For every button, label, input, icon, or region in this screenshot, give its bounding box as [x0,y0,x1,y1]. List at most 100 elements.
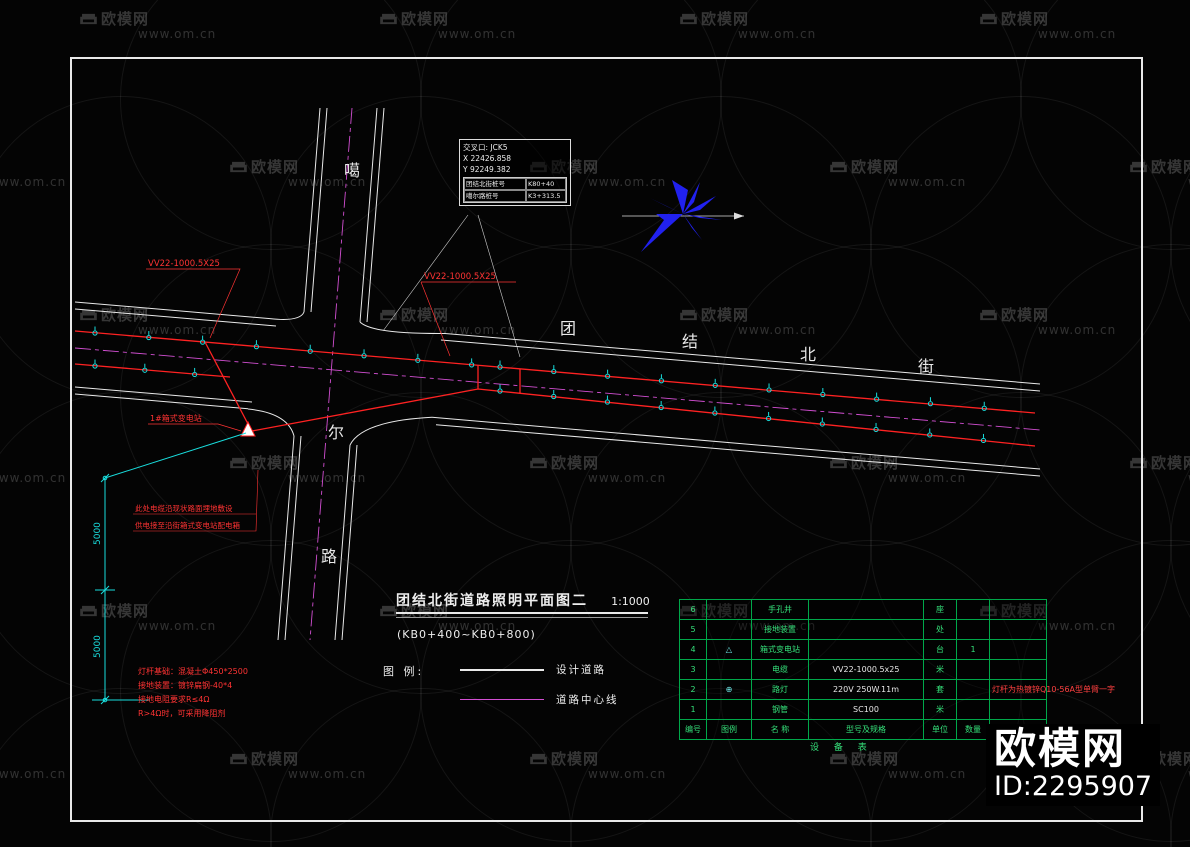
cell-name: 钢管 [751,699,809,720]
station-value-1: K80+40 [526,178,566,190]
header-qty: 数量 [956,719,990,740]
cell-note [989,639,1047,660]
cell-no: 3 [679,659,707,680]
cell-qty: 1 [956,639,990,660]
cell-no: 4 [679,639,707,660]
station-label-2: 噶尔路桩号 [464,190,526,202]
table-row: 3 电缆 VV22-1000.5x25 米 [679,659,1047,680]
dim-label-1: 5000 [93,522,103,545]
lighting-cables [74,330,1036,447]
cell-no: 6 [679,599,707,620]
cell-name: 接地装置 [751,619,809,640]
road-centerlines [74,107,1041,641]
legend-centerline-sample [460,699,544,700]
cross-road-name: 噶 尔 路 [321,161,360,566]
drawing-title: 团结北街道路照明平面图二 [396,593,588,609]
table-row: 6 手孔井 座 [679,599,1047,620]
cell-symbol [706,659,752,680]
cell-symbol [706,599,752,620]
cell-unit: 台 [923,639,957,660]
header-unit: 单位 [923,719,957,740]
legend: 图 例: [383,660,424,679]
cell-name: 电缆 [751,659,809,680]
infobox-line3: Y 92249.382 [463,165,511,174]
base-note-2: 接地装置：镀锌扁钢-40*4 [138,680,232,690]
cell-note [989,619,1047,640]
equipment-table: 6 手孔井 座 5 接地装置 处 4 △ 箱式变电站 台 1 3 [679,599,1115,740]
cross-road-char: 噶 [344,161,360,180]
table-caption: 设 备 表 [810,743,873,753]
cell-qty [956,659,990,680]
station-value-2: K3+313.5 [526,190,566,202]
main-road-name: 团 结 北 街 [560,319,934,376]
header-name: 名 称 [751,719,809,740]
legend-road-line-sample [460,669,544,671]
cell-spec [808,639,924,660]
cell-spec [808,619,924,640]
site-badge-name: 欧模网 [994,724,1127,773]
cell-symbol: ⊕ [706,679,752,700]
transformer-label: 1#箱式变电站 [150,413,202,423]
drawing-frame [70,57,1143,822]
cable-label-mid: VV22-1000.5X25 [424,272,496,282]
site-badge-id: ID:2295907 [994,771,1153,802]
supply-note-2: 供电接至沿街箱式变电站配电箱 [135,520,240,530]
cell-note: 灯杆为热镀锌Q10-56A型单臂一字 [989,679,1115,700]
cell-qty [956,599,990,620]
cross-road-edges [277,107,385,641]
header-spec: 型号及规格 [808,719,924,740]
cell-unit: 座 [923,599,957,620]
chainage-range: (KB0+400~KB0+800) [397,628,536,641]
main-road-char: 北 [800,345,816,364]
header-no: 编号 [679,719,707,740]
cell-note [989,699,1047,720]
title-underline-thin [396,617,648,618]
cell-name: 箱式变电站 [751,639,809,660]
cell-no: 5 [679,619,707,640]
cell-name: 手孔井 [751,599,809,620]
header-symbol: 图例 [706,719,752,740]
table-header-row: 编号 图例 名 称 型号及规格 单位 数量 备注 [679,719,1047,740]
info-leader-lines [382,214,521,358]
cross-road-char: 路 [321,547,337,566]
legend-road-label: 设计道路 [556,664,606,676]
street-lamp-symbols [92,326,987,444]
cell-symbol: △ [706,639,752,660]
transformer-symbol [240,420,256,437]
cell-spec: SC100 [808,699,924,720]
legend-label: 图 例: [383,665,425,678]
cable-label-left: VV22-1000.5X25 [148,259,220,269]
main-road-edges [74,301,1041,477]
title-underline [396,612,648,614]
cell-name: 路灯 [751,679,809,700]
main-road-char: 团 [560,319,576,338]
intersection-info-box: 交叉口: JCK5 X 22426.858 Y 92249.382 团结北街桩号… [459,139,571,206]
cell-symbol [706,619,752,640]
table-row: 5 接地装置 处 [679,619,1047,640]
cell-unit: 处 [923,619,957,640]
table-row: 1 钢管 SC100 米 [679,699,1047,720]
infobox-line2: X 22426.858 [463,154,512,163]
drawing-scale: 1:1000 [611,595,650,608]
cell-spec [808,599,924,620]
dim-label-2: 5000 [93,635,103,658]
north-arrow [622,180,744,252]
cell-no: 1 [679,699,707,720]
site-badge: 欧模网 ID:2295907 [986,724,1161,806]
infobox-line1: 交叉口: JCK5 [463,143,508,152]
station-label-1: 团结北街桩号 [464,178,526,190]
cross-road-char: 尔 [328,423,344,442]
cell-no: 2 [679,679,707,700]
table-row: 2 ⊕ 路灯 220V 250W.11m 套 灯杆为热镀锌Q10-56A型单臂一… [679,679,1115,700]
base-note-3: 接地电阻要求R≤4Ω [138,694,209,704]
title-block: 团结北街道路照明平面图二 1:1000 [396,590,650,610]
cable-label-left-group: VV22-1000.5X25 [146,259,241,339]
cell-symbol [706,699,752,720]
legend-centerline-label: 道路中心线 [556,694,619,706]
cell-qty [956,679,990,700]
cell-unit: 套 [923,679,957,700]
base-note-4: R>4Ω时，可采用降阻剂 [138,708,225,718]
cell-unit: 米 [923,659,957,680]
infobox-station-table: 团结北街桩号 K80+40 噶尔路桩号 K3+313.5 [463,177,567,203]
